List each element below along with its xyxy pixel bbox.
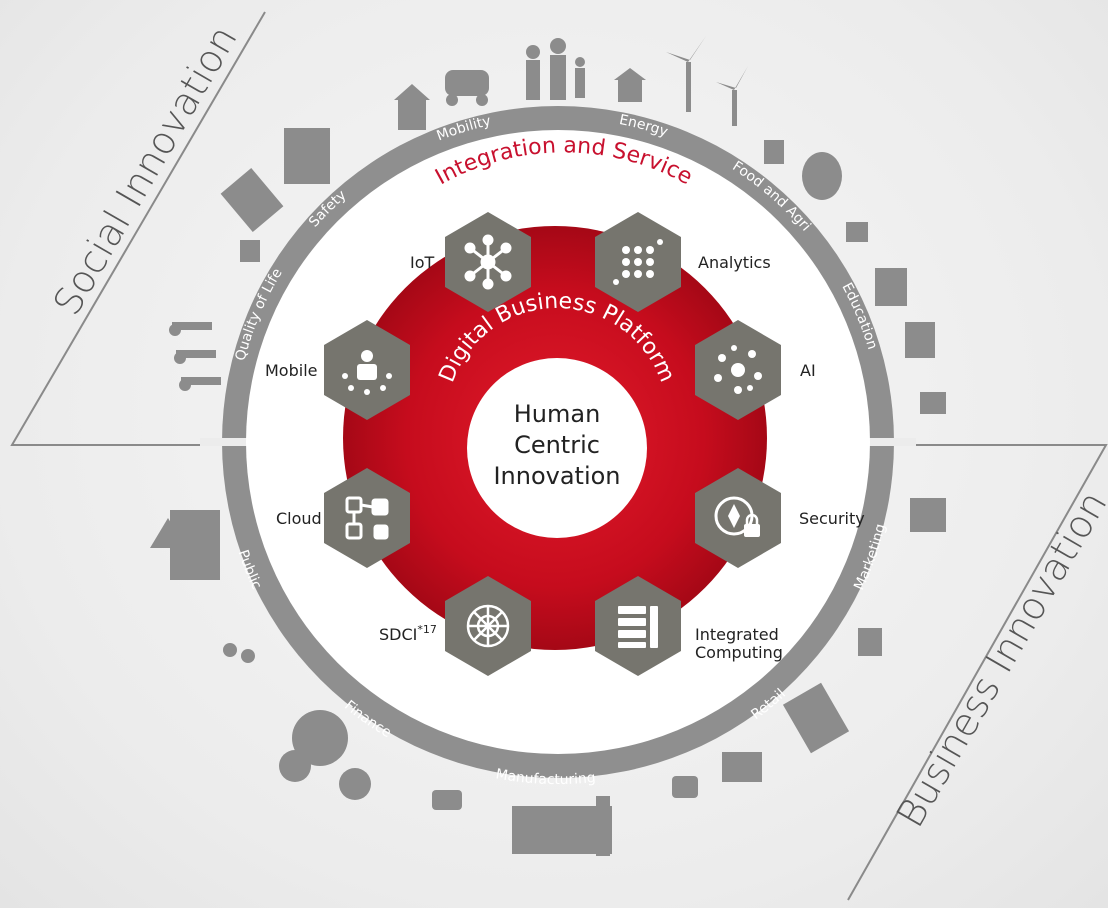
ring-separator-left: [200, 438, 248, 446]
hex-sdci[interactable]: [445, 576, 531, 676]
center-line-3: Innovation: [493, 462, 620, 490]
business-innovation-frame: [847, 444, 1108, 901]
iot-icon: [464, 234, 512, 290]
label-iot: IoT: [410, 253, 435, 272]
ai-icon: [714, 345, 762, 394]
hex-integrated-computing[interactable]: [595, 576, 681, 676]
social-innovation-label: Social Innovation: [45, 18, 246, 322]
label-cloud: Cloud: [276, 509, 322, 528]
hex-security[interactable]: [695, 468, 781, 568]
sdci-footnote: *17: [417, 623, 437, 636]
integrated-computing-icon: [618, 606, 658, 648]
label-mobile: Mobile: [265, 361, 317, 380]
label-analytics: Analytics: [698, 253, 771, 272]
business-innovation-label: Business Innovation: [888, 484, 1108, 835]
label-sdci: SDCI*17: [379, 623, 437, 644]
hex-ai[interactable]: [695, 320, 781, 420]
analytics-icon: [613, 239, 663, 285]
city-silhouettes: [150, 36, 946, 856]
security-icon: [714, 496, 760, 537]
label-integrated-line1: Integrated: [695, 625, 779, 644]
center-circle: [467, 358, 647, 538]
mobile-icon: [342, 350, 392, 395]
center-line-1: Human: [514, 400, 601, 428]
label-integrated-line2: Computing: [695, 643, 783, 662]
label-ai: AI: [800, 361, 816, 380]
cloud-icon: [345, 496, 389, 540]
hex-analytics[interactable]: [595, 212, 681, 312]
center-line-2: Centric: [514, 431, 600, 459]
hex-mobile[interactable]: [324, 320, 410, 420]
label-security: Security: [799, 509, 865, 528]
social-innovation-frame: [10, 11, 266, 446]
hex-iot[interactable]: [445, 212, 531, 312]
hex-cloud[interactable]: [324, 468, 410, 568]
ring-separator-right: [868, 438, 916, 446]
sdci-icon: [466, 604, 510, 648]
